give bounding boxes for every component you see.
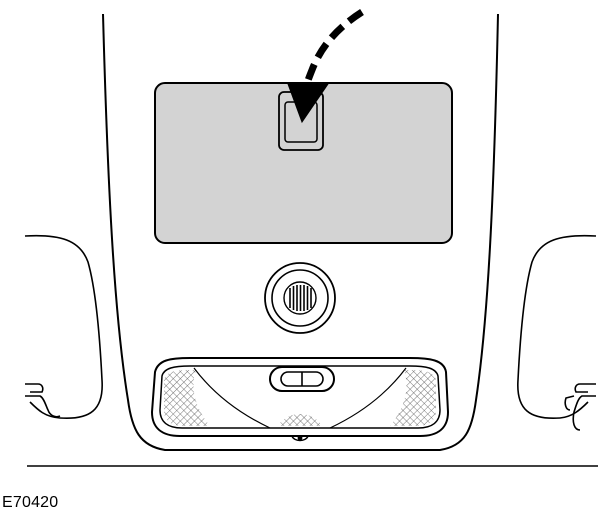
oval-lamp-switch-icon[interactable] [269, 366, 335, 392]
console-housing [102, 13, 499, 451]
figure-reference-code: E70420 [2, 494, 59, 511]
roof-panel [154, 82, 453, 244]
round-sensor-icon [264, 262, 336, 334]
left-visor-clip [24, 234, 103, 420]
right-visor-clip [517, 234, 597, 431]
interior-lamp [150, 357, 450, 442]
curved-dashed-arrow-icon [287, 9, 364, 124]
